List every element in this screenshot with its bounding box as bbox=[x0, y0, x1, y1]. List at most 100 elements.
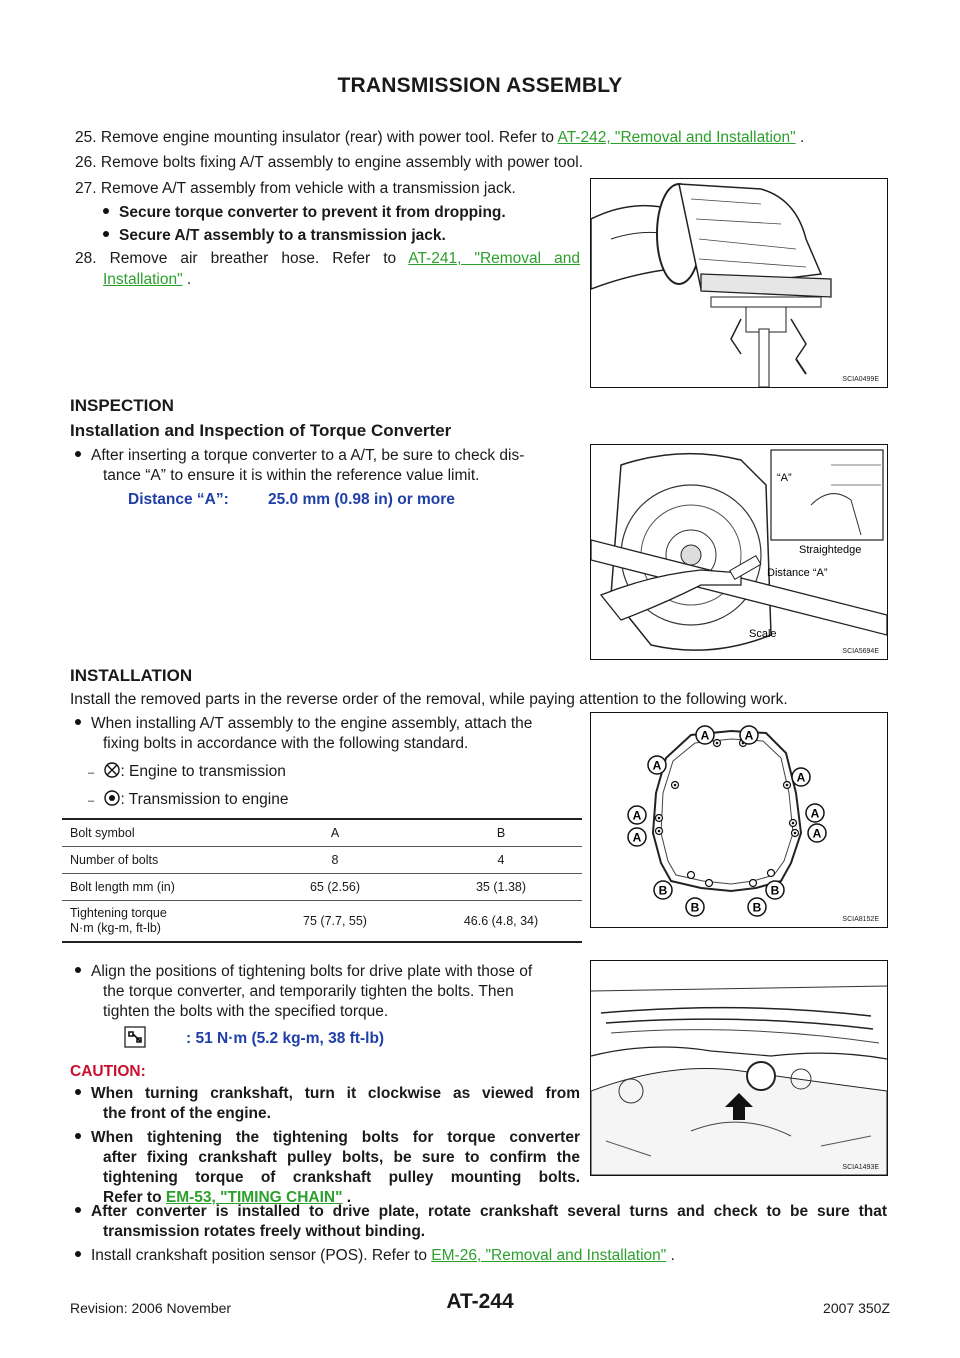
bullet-icon bbox=[75, 450, 81, 457]
ref-link-at242[interactable]: AT-242, "Removal and Installation" bbox=[557, 129, 796, 146]
list-item: When turning crankshaft, turn it clockwi… bbox=[75, 1084, 580, 1104]
page-title: TRANSMISSION ASSEMBLY bbox=[337, 74, 623, 97]
list-item: After inserting a torque converter to a … bbox=[75, 446, 580, 466]
bolt-dot-icon bbox=[104, 790, 121, 806]
bolt-a-marker: A bbox=[627, 827, 647, 847]
figure-transmission-jack: SCIA0499E bbox=[590, 178, 888, 388]
svg-text:A: A bbox=[813, 827, 822, 841]
list-item-cont: the torque converter, and temporarily ti… bbox=[103, 983, 514, 1000]
list-item: Install crankshaft position sensor (POS)… bbox=[75, 1246, 675, 1266]
arrow-up-icon bbox=[725, 1093, 753, 1120]
bullet-icon bbox=[75, 1206, 81, 1213]
bolt-a-marker: A bbox=[805, 803, 825, 823]
bolt-b-marker: B bbox=[747, 897, 767, 917]
list-item: When tightening the tightening bolts for… bbox=[75, 1128, 580, 1148]
list-item-cont: tighten the bolts with the specified tor… bbox=[103, 1003, 389, 1020]
bolt-a-marker: A bbox=[739, 725, 759, 745]
svg-text:B: B bbox=[771, 884, 780, 898]
step-number: 28. bbox=[75, 250, 97, 267]
bolt-a-marker: A bbox=[695, 725, 715, 745]
svg-text:A: A bbox=[653, 759, 662, 773]
ref-link-at241-cont[interactable]: Installation" bbox=[103, 271, 183, 288]
step-number: 25. bbox=[75, 129, 97, 146]
bolt-cross-icon bbox=[104, 762, 121, 778]
svg-text:A: A bbox=[797, 771, 806, 785]
caution-label: CAUTION: bbox=[70, 1063, 146, 1080]
step-number: 26. bbox=[75, 154, 97, 171]
list-item-cont: after fixing crankshaft pulley bolts, be… bbox=[103, 1149, 580, 1166]
bolt-a-marker: A bbox=[647, 755, 667, 775]
torque-converter-illustration: “A” Straightedge Distance “A” Scale bbox=[591, 449, 887, 651]
bullet-icon bbox=[75, 718, 81, 725]
figure-code: SCIA5694E bbox=[842, 648, 879, 655]
svg-text:A: A bbox=[745, 729, 754, 743]
label-straightedge: Straightedge bbox=[799, 544, 861, 556]
spec-label-distance: Distance “A”: bbox=[128, 491, 229, 508]
table-row: Bolt length mm (in) 65 (2.56) 35 (1.38) bbox=[62, 873, 582, 901]
label-scale: Scale bbox=[749, 628, 777, 640]
table-row: Number of bolts 8 4 bbox=[62, 846, 582, 874]
bolt-spec-table: Bolt symbol A B Number of bolts 8 4 Bolt… bbox=[62, 818, 582, 943]
step-text: Remove air breather hose. Refer to bbox=[109, 250, 409, 267]
ref-link-em26[interactable]: EM-26, "Removal and Installation" bbox=[431, 1247, 667, 1264]
svg-text:A: A bbox=[633, 831, 642, 845]
bullet-icon bbox=[75, 1250, 81, 1257]
page-number: AT-244 bbox=[446, 1290, 514, 1313]
list-item-cont: tightening torque of crankshaft pulley m… bbox=[103, 1169, 580, 1186]
svg-text:A: A bbox=[701, 729, 710, 743]
figure-code: SCIA0499E bbox=[842, 376, 879, 383]
figure-torque-converter-distance: “A” Straightedge Distance “A” Scale SCIA… bbox=[590, 444, 888, 660]
svg-text:A: A bbox=[633, 809, 642, 823]
bullet-icon bbox=[75, 966, 81, 973]
bolt-b-marker: B bbox=[685, 897, 705, 917]
bolt-a-marker: A bbox=[791, 767, 811, 787]
footer-revision: Revision: 2006 November bbox=[70, 1300, 232, 1316]
step-text: Remove engine mounting insulator (rear) … bbox=[100, 129, 558, 146]
list-item-cont: Refer to EM-53, "TIMING CHAIN" . bbox=[103, 1189, 352, 1206]
ref-link-em53[interactable]: EM-53, "TIMING CHAIN" bbox=[165, 1189, 343, 1206]
bolt-a-marker: A bbox=[807, 823, 827, 843]
list-item-cont: fixing bolts in accordance with the foll… bbox=[103, 735, 469, 752]
step-27: 27. Remove A/T assembly from vehicle wit… bbox=[75, 179, 516, 199]
step-28: 28. Remove air breather hose. Refer to A… bbox=[75, 249, 580, 269]
list-item-cont: transmission rotates freely without bind… bbox=[103, 1223, 426, 1240]
bullet-icon bbox=[103, 207, 109, 214]
torque-wrench-icon bbox=[124, 1026, 146, 1048]
table-row: Bolt symbol A B bbox=[62, 818, 582, 847]
crankshaft-access-illustration bbox=[591, 985, 887, 1175]
ref-link-at241[interactable]: AT-241, "Removal and bbox=[408, 250, 580, 267]
torque-spec: : 51 N·m (5.2 kg-m, 38 ft-lb) bbox=[186, 1030, 385, 1047]
figure-bolt-pattern: A A A A A A A A B B B B SCIA8152E bbox=[590, 712, 888, 928]
label-distance-a-inset: “A” bbox=[777, 472, 792, 484]
list-item: Secure A/T assembly to a transmission ja… bbox=[103, 226, 446, 246]
dash-item-transmission-to-engine: – : Transmission to engine bbox=[88, 790, 289, 808]
figure-crankshaft-access: SCIA1493E bbox=[590, 960, 888, 1176]
table-row: Tightening torque N·m (kg-m, ft-lb) 75 (… bbox=[62, 900, 582, 943]
bolt-b-marker: B bbox=[765, 880, 785, 900]
list-item-cont: the front of the engine. bbox=[103, 1105, 271, 1122]
subsection-heading-torque-converter: Installation and Inspection of Torque Co… bbox=[70, 421, 452, 440]
step-number: 27. bbox=[75, 180, 97, 197]
svg-text:B: B bbox=[691, 901, 700, 915]
figure-code: SCIA1493E bbox=[842, 1164, 879, 1171]
list-item-cont: tance “A” to ensure it is within the ref… bbox=[103, 467, 480, 484]
label-distance-a: Distance “A” bbox=[767, 567, 828, 579]
footer-model: 2007 350Z bbox=[823, 1300, 890, 1316]
step-28-cont: Installation" . bbox=[103, 271, 192, 288]
transmission-jack-illustration bbox=[591, 183, 832, 387]
svg-text:B: B bbox=[753, 901, 762, 915]
svg-text:A: A bbox=[811, 807, 820, 821]
list-item: Secure torque converter to prevent it fr… bbox=[103, 203, 506, 223]
figure-code: SCIA8152E bbox=[842, 916, 879, 923]
bullet-icon bbox=[75, 1088, 81, 1095]
dash-item-engine-to-transmission: – : Engine to transmission bbox=[88, 762, 286, 780]
step-text: Remove A/T assembly from vehicle with a … bbox=[100, 180, 516, 197]
bolt-a-marker: A bbox=[627, 805, 647, 825]
section-heading-installation: INSTALLATION bbox=[70, 666, 193, 685]
section-heading-inspection: INSPECTION bbox=[70, 396, 174, 415]
list-item: After converter is installed to drive pl… bbox=[75, 1202, 887, 1222]
list-item: Align the positions of tightening bolts … bbox=[75, 962, 580, 982]
bullet-icon bbox=[103, 230, 109, 237]
list-item: When installing A/T assembly to the engi… bbox=[75, 714, 580, 734]
step-26: 26. Remove bolts fixing A/T assembly to … bbox=[75, 153, 583, 173]
